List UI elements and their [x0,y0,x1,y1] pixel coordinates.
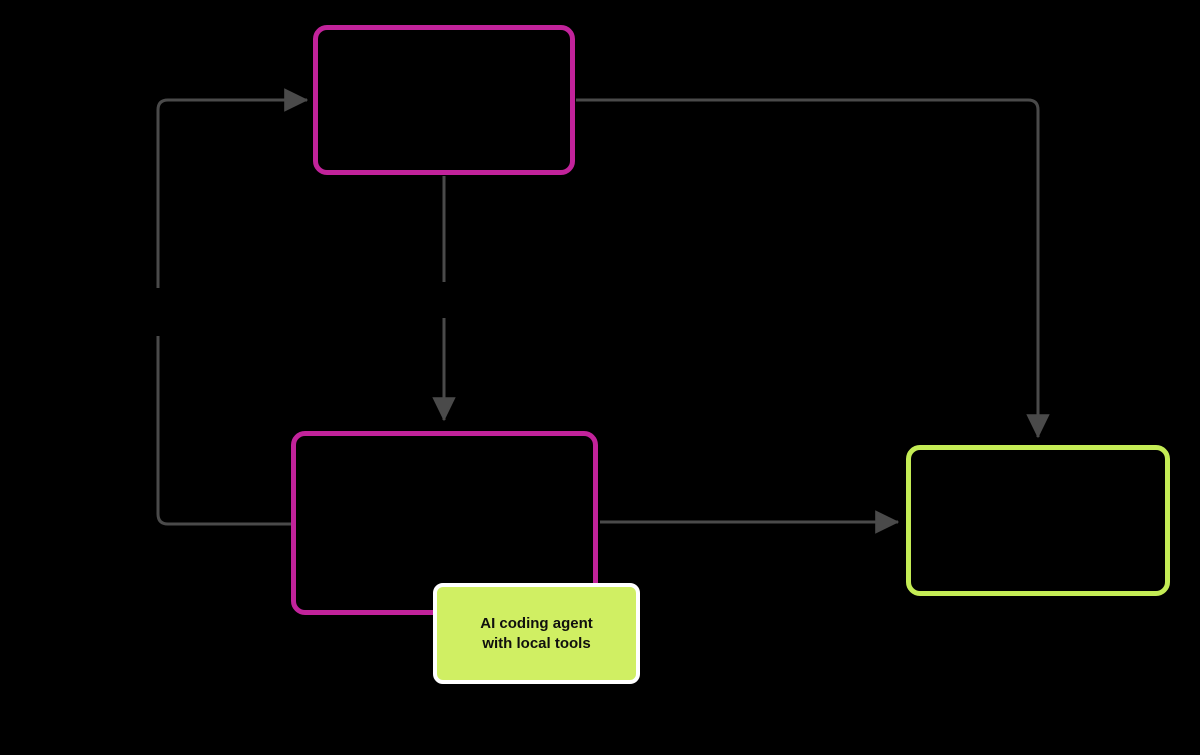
edge-agent-to-request-feedback-upper [156,88,309,288]
node-result[interactable] [906,445,1170,596]
edge-agent-to-request-feedback [156,336,291,526]
callout-ai-coding-agent-text: AI coding agent with local tools [480,615,593,652]
edge-request-to-result [576,98,1050,439]
callout-ai-coding-agent[interactable]: AI coding agent with local tools [433,583,640,684]
node-request[interactable] [313,25,575,175]
